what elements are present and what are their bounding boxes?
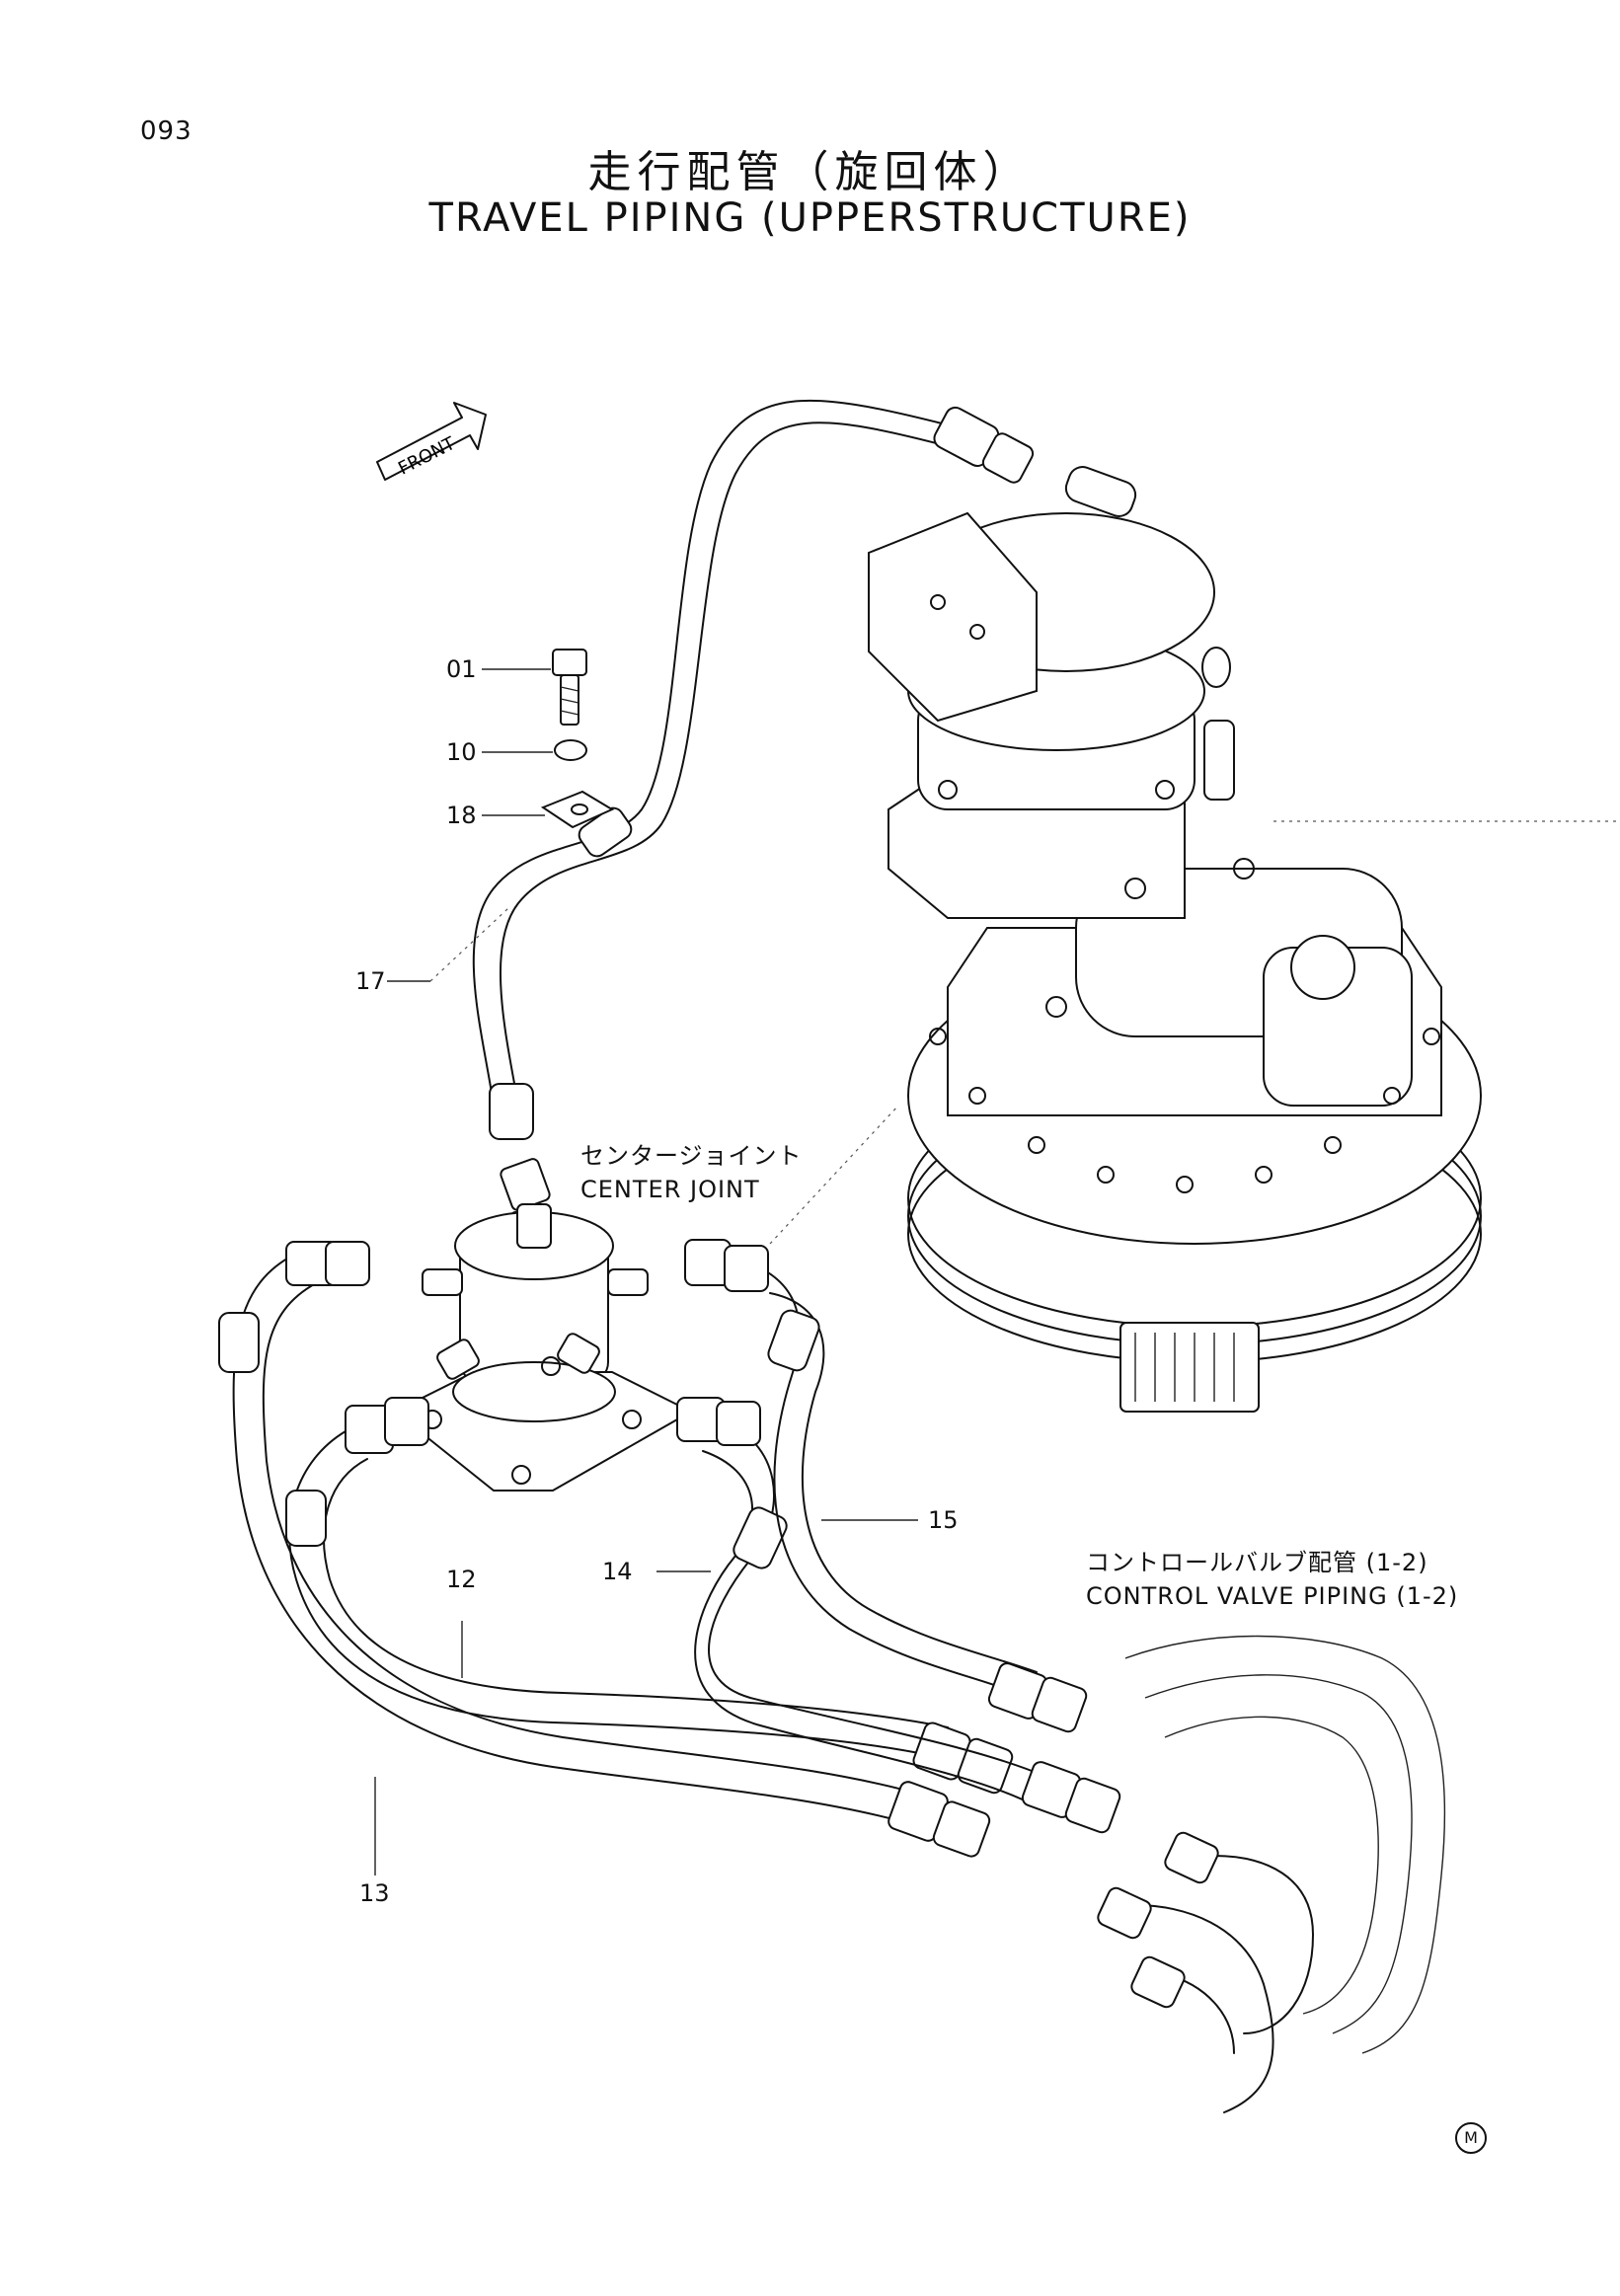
center-joint-callout: センタージョイント CENTER JOINT <box>580 1139 803 1206</box>
bolt-holes <box>929 594 1440 1193</box>
control-valve-jp: コントロールバルブ配管 (1-2) <box>1086 1549 1428 1576</box>
motor-assembly-icon <box>868 466 1482 1413</box>
front-label: FRONT <box>395 432 459 479</box>
label-part-01: 01 <box>446 655 477 683</box>
label-part-18: 18 <box>446 802 477 829</box>
page-number: 093 <box>140 116 193 146</box>
center-joint-jp: センタージョイント <box>580 1142 803 1170</box>
hose-17 <box>472 399 1035 1243</box>
front-arrow-icon: FRONT <box>376 402 487 481</box>
hose-13 <box>218 1241 991 1858</box>
washer-10-icon <box>554 739 587 761</box>
label-part-14: 14 <box>602 1558 633 1585</box>
control-valve-callout: コントロールバルブ配管 (1-2) CONTROL VALVE PIPING (… <box>1086 1546 1458 1613</box>
center-joint-en: CENTER JOINT <box>580 1176 760 1203</box>
corner-mark-icon: M <box>1455 2122 1487 2154</box>
control-valve-en: CONTROL VALVE PIPING (1-2) <box>1086 1582 1459 1610</box>
hose-14 <box>676 1397 1121 1834</box>
label-part-17: 17 <box>355 967 386 995</box>
center-joint-icon <box>393 1203 694 1492</box>
control-valve-piping-icon <box>1097 1635 1446 2113</box>
label-part-10: 10 <box>446 738 477 766</box>
bolt-01-icon <box>552 649 587 726</box>
hose-12 <box>285 1397 1014 1795</box>
title-japanese: 走行配管（旋回体） <box>587 147 1033 197</box>
title-english: TRAVEL PIPING (UPPERSTRUCTURE) <box>428 195 1192 241</box>
hose-15 <box>684 1239 1088 1733</box>
clamp-18-icon <box>540 790 615 829</box>
label-part-15: 15 <box>928 1506 959 1534</box>
label-part-12: 12 <box>446 1566 477 1593</box>
leader-lines <box>374 668 1620 1875</box>
label-part-13: 13 <box>359 1879 390 1907</box>
